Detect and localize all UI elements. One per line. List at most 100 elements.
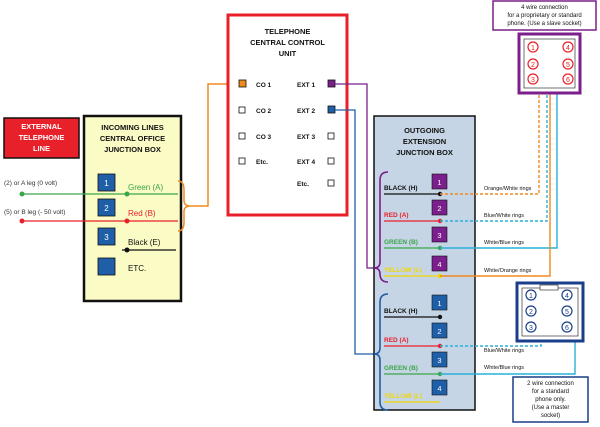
incoming-terminal-2-label: Red (B) — [128, 209, 156, 218]
socket2-pin-4: 4 — [565, 293, 569, 300]
socket2-pin-5: 5 — [565, 309, 569, 316]
slave-socket-4wire: 4 wire connection for a proprietary or s… — [492, 0, 597, 95]
socket2-pin-3: 3 — [529, 325, 533, 332]
ext2-port — [327, 105, 336, 114]
out1-row3-label: GREEN (B) — [384, 239, 418, 246]
socket4-pin-1: 1 — [531, 45, 535, 52]
ext4-label: EXT 4 — [297, 159, 315, 166]
incoming-terminal-3-num: 3 — [104, 233, 109, 242]
ext-etc-port — [327, 179, 335, 187]
socket2-pin-2: 2 — [529, 309, 533, 316]
co-etc-label: Etc. — [256, 159, 268, 166]
ext-etc-label: Etc. — [297, 181, 309, 188]
ext1-port — [327, 79, 336, 88]
co2-label: CO 2 — [256, 108, 272, 115]
ext2-label: EXT 2 — [297, 108, 315, 115]
out2-row1-label: BLACK (H) — [384, 308, 418, 315]
out2-term-4 — [431, 379, 448, 396]
incoming-terminal-2-num: 2 — [104, 204, 109, 213]
incoming-terminal-3-label: Black (E) — [128, 238, 161, 247]
incoming-terminal-1-label: Green (A) — [128, 183, 163, 192]
ext4-port — [327, 157, 335, 165]
out1-row2-label: RED (A) — [384, 212, 409, 219]
incoming-title-3: JUNCTION BOX — [104, 145, 161, 154]
out1-term-4 — [431, 255, 448, 272]
socket2-caption-2: for a standard — [532, 389, 569, 395]
incoming-wires: (2) or A leg (0 volt) (5) or B leg (- 50… — [4, 83, 243, 253]
socket4-pin-2: 2 — [531, 62, 535, 69]
socket2-wire-labels: Blue/White rings White/Blue rings — [484, 348, 524, 371]
wire-label-blue-white-2: Blue/White rings — [484, 348, 524, 354]
incoming-terminal-etc — [97, 257, 116, 276]
socket2-caption-3: phone only. — [535, 397, 566, 403]
ccu-title-1: TELEPHONE — [265, 27, 311, 36]
socket4-wire-labels: Orange/White rings Blue/White rings Whit… — [484, 186, 532, 274]
socket2-caption-4: (Use a master — [532, 405, 570, 411]
wire-label-blue-white-1: Blue/White rings — [484, 213, 524, 219]
wire-label-white-orange-1: White/Orange rings — [484, 268, 532, 274]
incoming-title-2: CENTRAL OFFICE — [100, 134, 165, 143]
incoming-terminal-1-num: 1 — [104, 179, 109, 188]
ccu-title-2: CENTRAL CONTROL — [250, 38, 325, 47]
out1-row1-label: BLACK (H) — [384, 185, 418, 192]
socket4-pin-6: 6 — [566, 77, 570, 84]
external-line-3: LINE — [33, 144, 50, 153]
out2-row4-label: YELLOW (L) — [384, 393, 422, 400]
ccu-title-3: UNIT — [279, 49, 297, 58]
out2-row2-label: RED (A) — [384, 337, 409, 344]
socket4-pin-3: 3 — [531, 77, 535, 84]
external-line-1: EXTERNAL — [21, 122, 62, 131]
master-socket-2wire: 1 2 3 4 5 6 2 wire connection for a stan… — [512, 281, 589, 423]
central-control-unit: TELEPHONE CENTRAL CONTROL UNIT CO 1 CO 2… — [226, 13, 349, 217]
ext1-label: EXT 1 — [297, 82, 315, 89]
co2-port — [238, 106, 246, 114]
wire-label-white-blue-2: White/Blue rings — [484, 365, 524, 371]
socket2-pin-6: 6 — [565, 325, 569, 332]
outgoing-title-1: OUTGOING — [404, 126, 445, 135]
out1-term-3 — [431, 226, 448, 243]
external-line-2: TELEPHONE — [19, 133, 65, 142]
socket4-caption-2: for a proprietary or standard — [507, 13, 581, 19]
co1-port — [238, 79, 247, 88]
wire-label-white-blue-1: White/Blue rings — [484, 240, 524, 246]
out1-term-1 — [431, 173, 448, 190]
co3-label: CO 3 — [256, 134, 272, 141]
socket4-pin-4: 4 — [566, 45, 570, 52]
out2-term-2 — [431, 322, 448, 339]
out2-term-2-num: 2 — [437, 327, 441, 336]
socket4-pin-5: 5 — [566, 62, 570, 69]
co-etc-port — [238, 157, 246, 165]
co1-label: CO 1 — [256, 82, 272, 89]
leg-a-label: (2) or A leg (0 volt) — [4, 180, 57, 187]
co3-port — [238, 132, 246, 140]
out2-term-3 — [431, 351, 448, 368]
outgoing-title-2: EXTENSION — [403, 137, 446, 146]
out2-term-1 — [431, 294, 448, 311]
out2-row3-label: GREEN (B) — [384, 365, 418, 372]
out2-term-3-num: 3 — [437, 356, 441, 365]
ext3-port — [327, 132, 335, 140]
out1-term-1-num: 1 — [437, 178, 441, 187]
incoming-junction-box: INCOMING LINES CENTRAL OFFICE JUNCTION B… — [82, 114, 183, 303]
out1-row4-label: YELLOW (L) — [384, 267, 422, 274]
incoming-terminal-2 — [97, 198, 116, 217]
socket2-pin-1: 1 — [529, 293, 533, 300]
out1-term-2 — [431, 199, 448, 216]
external-line-label: EXTERNAL TELEPHONE LINE — [3, 117, 80, 159]
out1-term-2-num: 2 — [437, 204, 441, 213]
socket2-caption-1: 2 wire connection — [527, 381, 574, 387]
incoming-terminal-3 — [97, 227, 116, 246]
socket4-caption-3: phone. (Use a slave socket) — [507, 21, 581, 27]
leg-b-label: (5) or B leg (- 50 volt) — [4, 209, 65, 216]
out1-term-4-num: 4 — [437, 260, 441, 269]
incoming-terminal-etc-label: ETC. — [128, 264, 146, 273]
incoming-terminal-1 — [97, 173, 116, 192]
wire-label-orange-white-1: Orange/White rings — [484, 186, 532, 192]
out2-term-4-num: 4 — [437, 384, 441, 393]
outgoing-junction-box: OUTGOING EXTENSION JUNCTION BOX BLACK (H… — [373, 115, 476, 411]
outgoing-title-3: JUNCTION BOX — [396, 148, 453, 157]
socket2-caption-5: socket) — [541, 413, 560, 419]
out2-term-1-num: 1 — [437, 299, 441, 308]
socket4-caption-1: 4 wire connection — [521, 5, 568, 11]
